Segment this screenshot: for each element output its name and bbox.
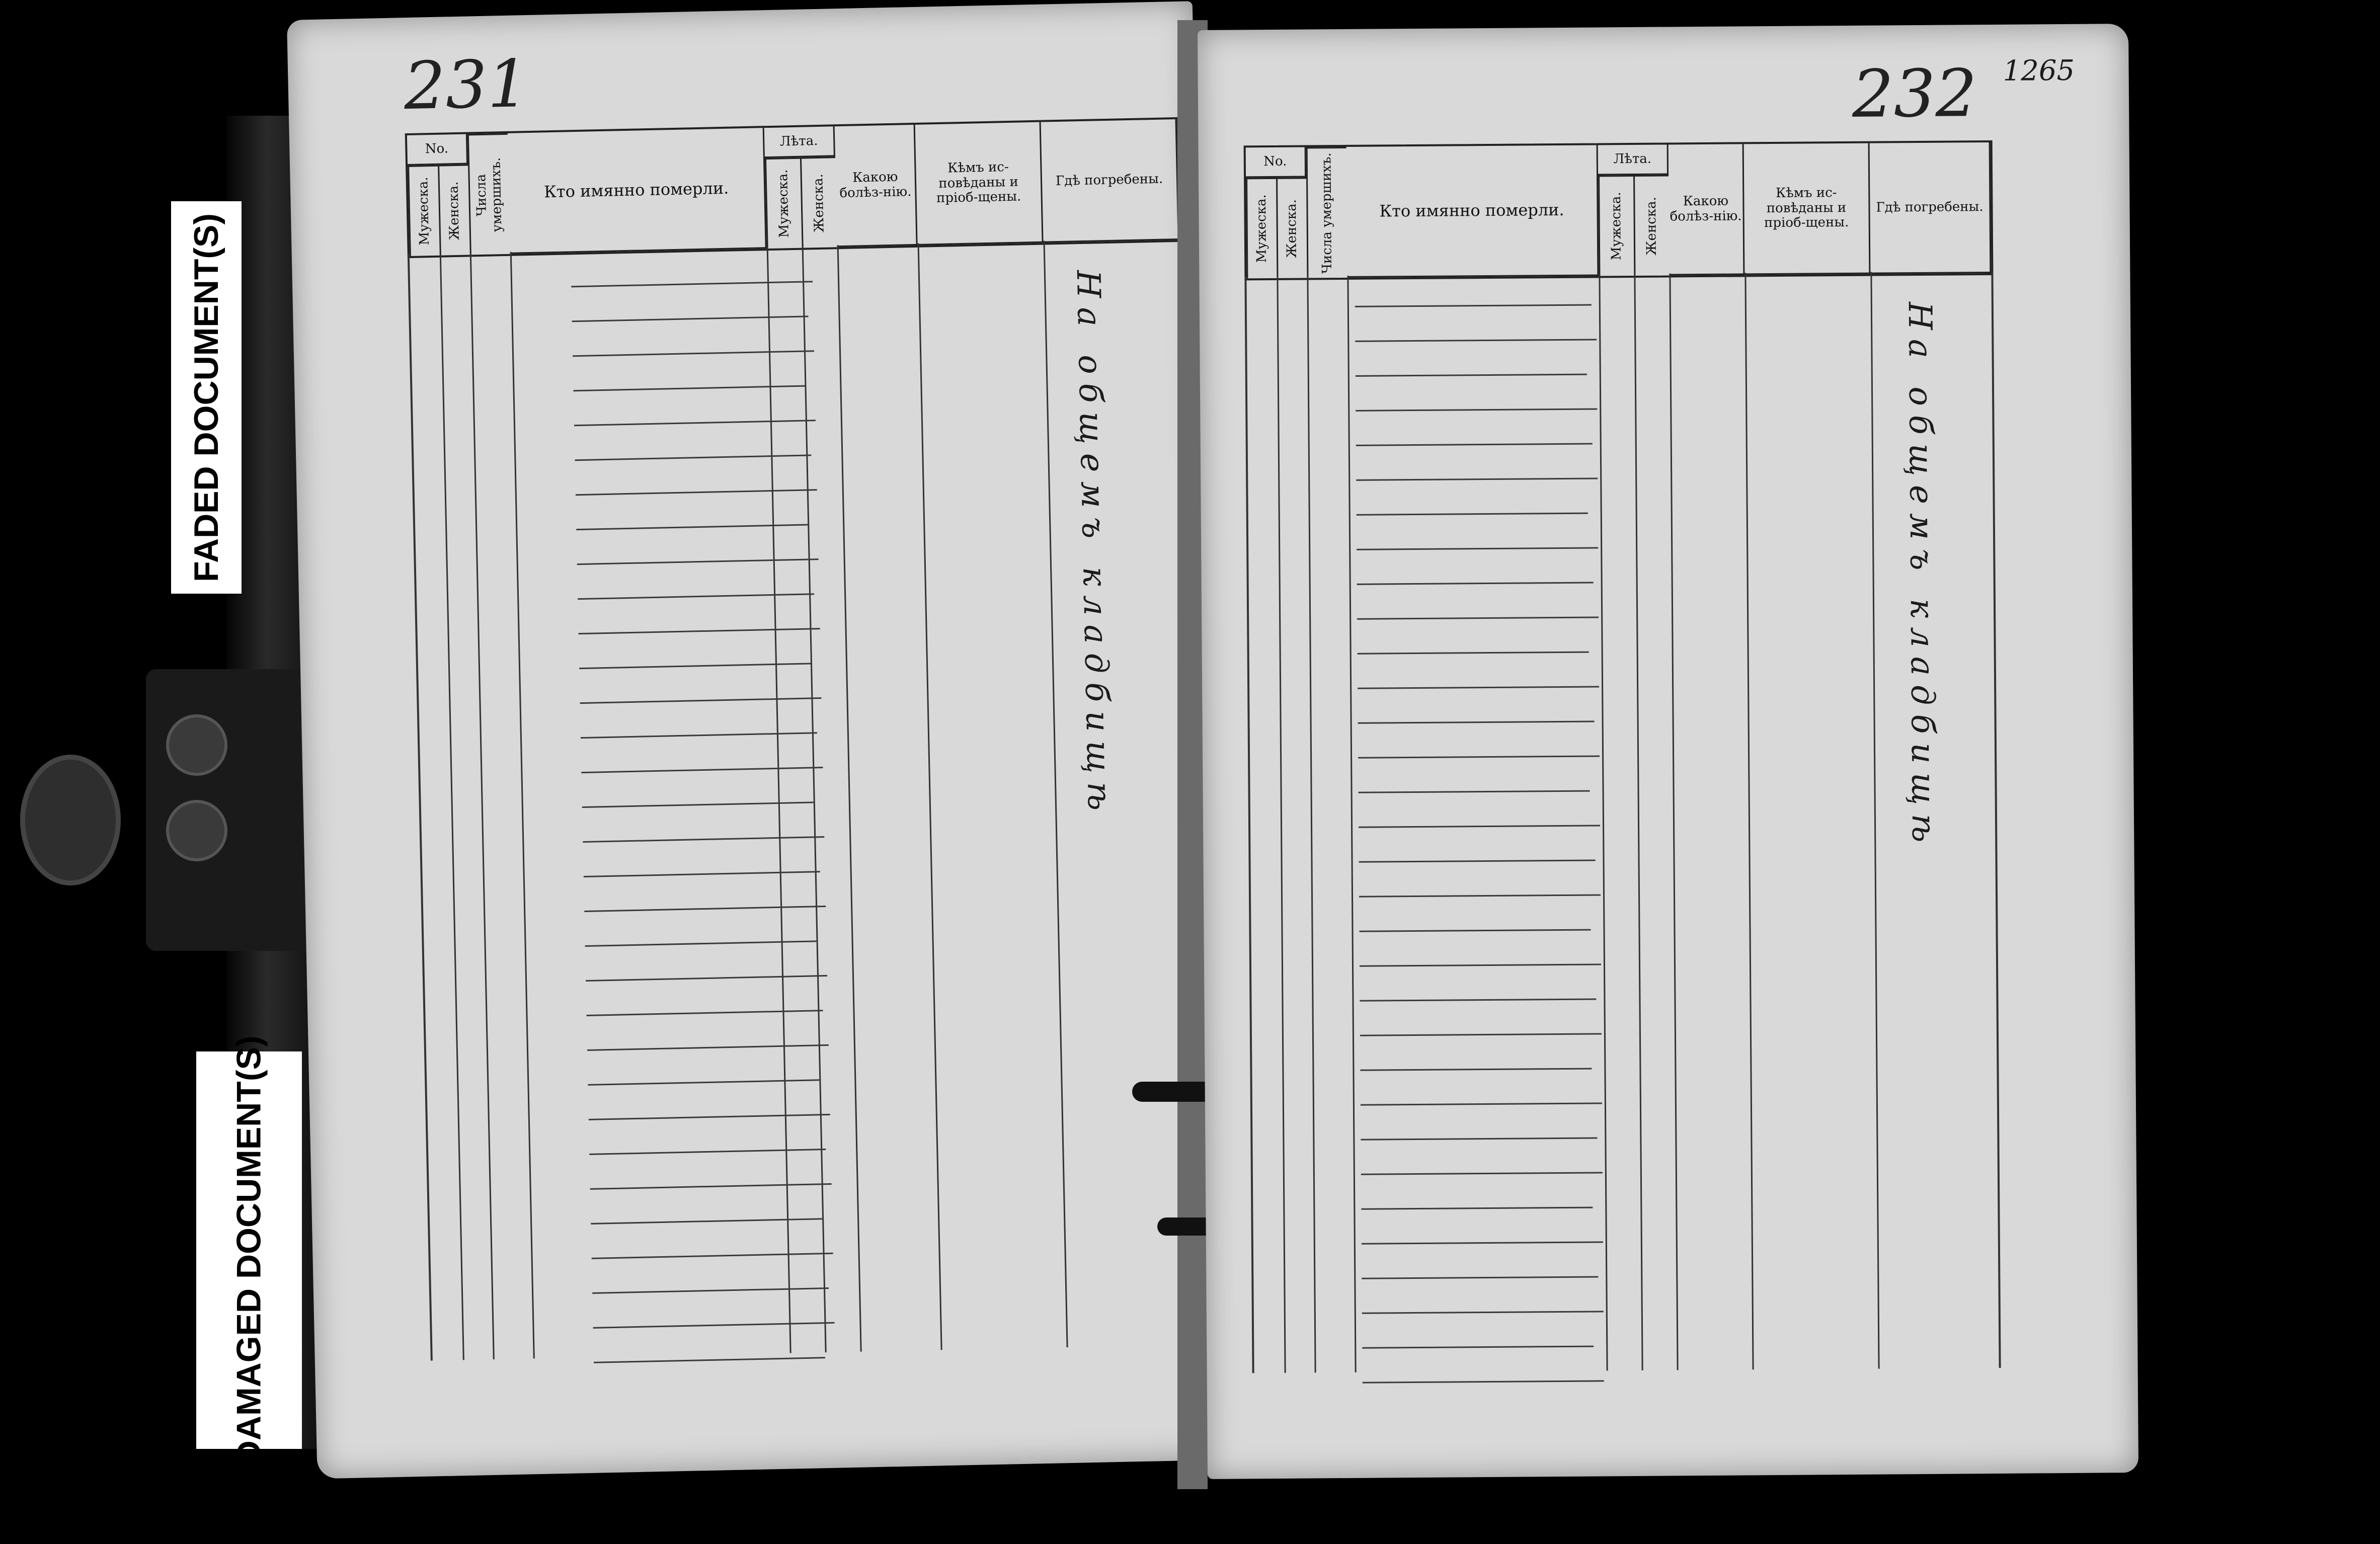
col-buried: Гдѣ погребены. xyxy=(1869,142,1992,274)
col-male: Мужеска. xyxy=(1246,177,1277,279)
col-confessed: Кѣмъ ис-повѣданы и пріоб-щены. xyxy=(1743,143,1871,275)
col-confessed: Кѣмъ ис-повѣданы и пріоб-щены. xyxy=(915,122,1044,246)
col-no: No. xyxy=(1245,147,1307,178)
col-years: Лѣта. xyxy=(764,126,835,158)
clamp-bolt-icon xyxy=(166,800,227,861)
col-age-male: Мужеска. xyxy=(1598,175,1634,276)
col-day: Числа умершихъ. xyxy=(1306,146,1347,278)
faded-document-label: FADED DOCUMENT(S) xyxy=(171,201,242,594)
col-name: Кто имянно померли. xyxy=(507,128,767,254)
col-age-female: Женска. xyxy=(1633,175,1670,276)
clamp-bolt-icon xyxy=(166,714,227,776)
col-illness: Какою болѣз-нію. xyxy=(1668,144,1745,276)
left-register-header: No. Числа умершихъ. Кто имянно померли. … xyxy=(405,117,1181,259)
col-age-male: Мужеска. xyxy=(764,157,802,249)
right-corner-number: 1265 xyxy=(2003,54,2075,88)
col-female: Женска. xyxy=(1276,177,1307,278)
right-register-columns: На общемъ кладбищѣ xyxy=(1244,271,2001,1384)
col-female: Женска. xyxy=(438,164,470,256)
right-burial-note: На общемъ кладбищѣ xyxy=(1900,301,1942,852)
left-page: 231 No. Числа умершихъ. Кто имянно помер… xyxy=(287,1,1223,1479)
col-age-female: Женска. xyxy=(800,156,837,248)
damaged-document-label: DAMAGED DOCUMENT(S) xyxy=(196,1035,302,1465)
right-page: 232 1265 No. Числа умершихъ. Кто имянно … xyxy=(1198,24,2139,1479)
clamp-hole-icon xyxy=(20,755,121,885)
left-register-columns: На общемъ кладбищѣ xyxy=(407,237,1205,1363)
col-male: Мужеска. xyxy=(408,165,440,256)
col-buried: Гдѣ погребены. xyxy=(1041,119,1179,243)
col-years: Лѣта. xyxy=(1598,144,1669,176)
right-page-number: 232 xyxy=(1852,55,1977,132)
col-illness: Какою болѣз-нію. xyxy=(834,124,918,248)
col-day: Числа умершихъ. xyxy=(467,133,510,255)
right-register-header: No. Числа умершихъ. Кто имянно померли. … xyxy=(1243,140,1994,281)
left-page-number: 231 xyxy=(403,45,530,125)
col-no: No. xyxy=(407,134,468,166)
col-name: Кто имянно померли. xyxy=(1346,145,1599,278)
